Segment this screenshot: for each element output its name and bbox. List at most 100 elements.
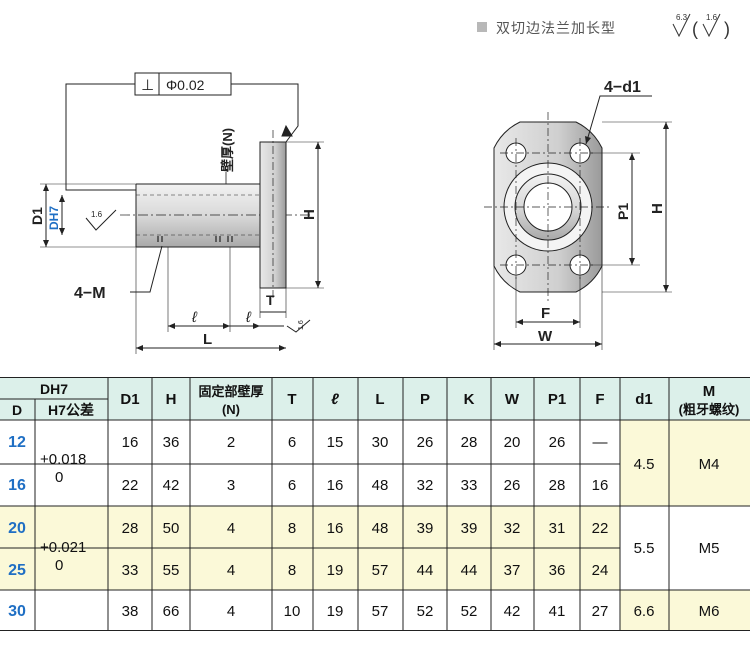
cell-t: 8 bbox=[288, 520, 296, 537]
roughness-left-icon bbox=[672, 13, 691, 38]
paren-open: ( bbox=[692, 19, 698, 39]
label-l-large: L bbox=[203, 331, 212, 348]
cell-f: 22 bbox=[592, 520, 609, 537]
front-view bbox=[484, 95, 672, 350]
cell-l: 30 bbox=[372, 434, 389, 451]
label-4d1: 4−d1 bbox=[604, 79, 641, 96]
4d1-leader bbox=[585, 95, 652, 145]
table-grid bbox=[0, 377, 750, 631]
spec-table: DH7 D H7公差 D1 H 固定部壁厚 (N) T ℓ L P K W P1… bbox=[0, 377, 750, 631]
cell-f: — bbox=[593, 434, 608, 451]
label-l-small-1: ℓ bbox=[191, 309, 198, 326]
table-header-bg bbox=[0, 377, 750, 420]
cell-p1: 31 bbox=[549, 520, 566, 537]
label-l-small-2: ℓ bbox=[245, 309, 252, 326]
cell-f: 24 bbox=[592, 562, 609, 579]
cell-d: 16 bbox=[8, 477, 26, 494]
cell-d1-hole-1: 4.5 bbox=[634, 456, 655, 473]
cell-d1: 28 bbox=[122, 520, 139, 537]
cell-k: 39 bbox=[461, 520, 478, 537]
cell-d1-hole-2: 5.5 bbox=[634, 540, 655, 557]
cell-l-small: 19 bbox=[327, 603, 344, 620]
label-w: W bbox=[538, 328, 553, 345]
cell-k: 52 bbox=[461, 603, 478, 620]
header-dh7: DH7 bbox=[40, 381, 68, 397]
label-t: T bbox=[266, 292, 275, 308]
cell-m-1: M4 bbox=[699, 456, 720, 473]
header-w: W bbox=[505, 391, 520, 408]
cell-p: 39 bbox=[417, 520, 434, 537]
cell-d1: 38 bbox=[122, 603, 139, 620]
tube-body bbox=[136, 184, 260, 247]
header-k: K bbox=[464, 391, 475, 408]
header-p: P bbox=[420, 391, 430, 408]
tolerance-datum-leader bbox=[231, 83, 299, 143]
square-bullet-icon bbox=[477, 22, 487, 32]
cell-p: 52 bbox=[417, 603, 434, 620]
tolerance-value: Φ0.02 bbox=[166, 77, 205, 93]
label-f: F bbox=[541, 305, 550, 322]
tol-upper-2: +0.021 bbox=[40, 539, 86, 556]
label-p1: P1 bbox=[615, 203, 631, 220]
cell-p1: 41 bbox=[549, 603, 566, 620]
cell-n: 4 bbox=[227, 520, 235, 537]
cell-m-3: M6 bbox=[699, 603, 720, 620]
table-row: 30 38 66 4 10 19 57 52 52 42 41 27 bbox=[8, 603, 608, 620]
header-p1: P1 bbox=[548, 391, 566, 408]
cell-w: 37 bbox=[504, 562, 521, 579]
cell-w: 32 bbox=[504, 520, 521, 537]
cell-n: 2 bbox=[227, 434, 235, 451]
cell-w: 26 bbox=[504, 477, 521, 494]
cell-h: 36 bbox=[163, 434, 180, 451]
header-t: T bbox=[287, 391, 296, 408]
datum-arrow-icon bbox=[281, 124, 293, 137]
tolerance-leader bbox=[65, 83, 140, 191]
cell-k: 28 bbox=[461, 434, 478, 451]
table-row: 20 28 50 4 8 16 48 39 39 32 31 22 bbox=[8, 520, 608, 537]
technical-drawing: ⊥ Φ0.02 壁厚(N) D1 DH7 1.6 H 4−M T ℓ ℓ L 1… bbox=[29, 72, 672, 354]
cell-p: 44 bbox=[417, 562, 434, 579]
cell-p1: 28 bbox=[549, 477, 566, 494]
table-row: 25 33 55 4 8 19 57 44 44 37 36 24 bbox=[8, 562, 608, 579]
cell-d: 25 bbox=[8, 562, 26, 579]
header-m: M bbox=[703, 383, 716, 400]
cell-d1-hole-3: 6.6 bbox=[634, 603, 655, 620]
cell-m-2: M5 bbox=[699, 540, 720, 557]
cell-l: 48 bbox=[372, 520, 389, 537]
cell-k: 44 bbox=[461, 562, 478, 579]
cell-h: 66 bbox=[163, 603, 180, 620]
product-title: 双切边法兰加长型 bbox=[496, 20, 616, 36]
inner-roughness-value: 1.6 bbox=[91, 210, 103, 219]
paren-close: ) bbox=[724, 19, 730, 39]
cell-h: 55 bbox=[163, 562, 180, 579]
label-h-side: H bbox=[301, 209, 318, 220]
header-m-note: (粗牙螺纹) bbox=[679, 402, 740, 417]
table-row: 16 22 42 3 6 16 48 32 33 26 28 16 bbox=[8, 477, 608, 494]
cell-l-small: 19 bbox=[327, 562, 344, 579]
tol-upper-1: +0.018 bbox=[40, 451, 86, 468]
header-h: H bbox=[166, 391, 177, 408]
wall-thickness-label: 壁厚(N) bbox=[220, 128, 235, 172]
roughness-left-value: 6.3 bbox=[676, 13, 688, 22]
4m-leader bbox=[130, 245, 163, 293]
surface-roughness-symbols: 6.3 ( 1.6 ) bbox=[672, 13, 730, 39]
label-h-front: H bbox=[649, 203, 666, 214]
cell-t: 8 bbox=[288, 562, 296, 579]
cell-n: 4 bbox=[227, 562, 235, 579]
header-wall-n: (N) bbox=[222, 402, 240, 417]
face-roughness-value: 1.6 bbox=[298, 320, 305, 330]
header-h7-tol: H7公差 bbox=[48, 402, 94, 418]
cell-n: 3 bbox=[227, 477, 235, 494]
cell-t: 6 bbox=[288, 434, 296, 451]
table-rows: 12 16 36 2 6 15 30 26 28 20 26 — 16 22 4… bbox=[8, 434, 719, 620]
inner-roughness-icon bbox=[85, 209, 117, 231]
header-d1-hole: d1 bbox=[635, 391, 653, 408]
thread-marks bbox=[157, 236, 233, 242]
cell-d1: 16 bbox=[122, 434, 139, 451]
cell-l-small: 15 bbox=[327, 434, 344, 451]
cell-k: 33 bbox=[461, 477, 478, 494]
table-row: 12 16 36 2 6 15 30 26 28 20 26 — bbox=[8, 434, 607, 451]
header-d: D bbox=[12, 402, 22, 418]
label-4m: 4−M bbox=[74, 285, 106, 302]
cell-h: 50 bbox=[163, 520, 180, 537]
